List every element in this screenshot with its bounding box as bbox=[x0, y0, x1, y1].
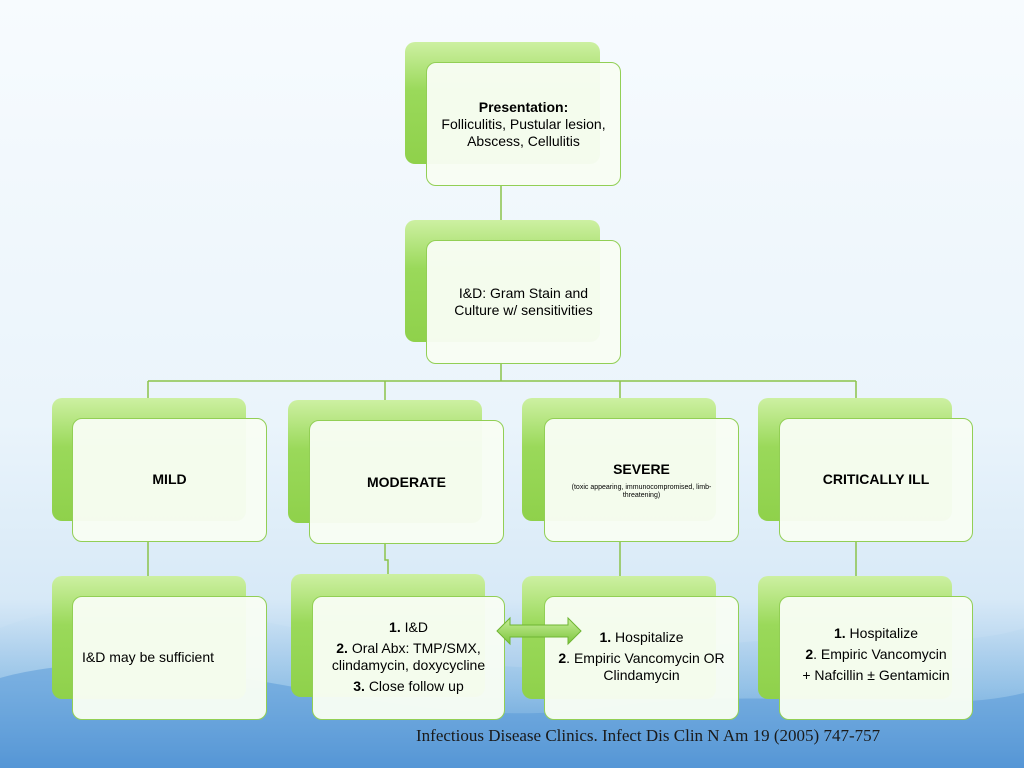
moderate-tx-item3: 3. Close follow up bbox=[353, 678, 464, 695]
mild-title: MILD bbox=[152, 471, 187, 487]
severe-title: SEVERE bbox=[613, 461, 670, 477]
critical-tx-item2-text: . Empiric Vancomycin bbox=[813, 646, 947, 662]
presentation-title: Presentation: bbox=[478, 98, 569, 115]
moderate-tx-item2: 2. Oral Abx: TMP/SMX, clindamycin, doxyc… bbox=[319, 640, 499, 674]
moderate-tx-item3-text: Close follow up bbox=[368, 678, 464, 694]
severe-note: (toxic appearing, immunocompromised, lim… bbox=[571, 484, 712, 499]
citation: Infectious Disease Clinics. Infect Dis C… bbox=[416, 726, 881, 745]
critically-ill-title: CRITICALLY ILL bbox=[822, 471, 930, 487]
severe-tx-item1-num: 1. bbox=[599, 629, 612, 645]
moderate-tx-item1: 1. I&D bbox=[389, 619, 428, 636]
moderate-tx-item1-num: 1. bbox=[389, 619, 401, 635]
critical-tx-item1-num: 1. bbox=[833, 625, 846, 641]
double-arrow-icon bbox=[496, 616, 582, 646]
presentation-text: Folliculitis, Pustular lesion, Abscess, … bbox=[441, 115, 606, 149]
moderate-tx-item2-num: 2. bbox=[336, 640, 348, 656]
mild-treatment-text: I&D may be sufficient bbox=[82, 649, 215, 665]
moderate-tx-item3-num: 3. bbox=[353, 678, 365, 694]
severe-tx-item2: 2. Empiric Vancomycin OR Clindamycin bbox=[557, 650, 727, 684]
severe-tx-item2-text: . Empiric Vancomycin OR Clindamycin bbox=[566, 650, 725, 683]
moderate-tx-item2-text: Oral Abx: TMP/SMX, clindamycin, doxycycl… bbox=[331, 640, 486, 673]
moderate-tx-item1-text: I&D bbox=[404, 619, 428, 635]
connector-moderate-to-tx bbox=[384, 542, 389, 577]
critical-tx-item1-text: Hospitalize bbox=[849, 625, 919, 641]
severe-tx-item2-num: 2 bbox=[558, 650, 567, 666]
critical-tx-item1: 1. Hospitalize bbox=[834, 625, 918, 642]
severe-tx-item1-text: Hospitalize bbox=[615, 629, 684, 645]
severe-tx-item1: 1. Hospitalize bbox=[599, 629, 683, 646]
critical-tx-item2: 2. Empiric Vancomycin bbox=[805, 646, 946, 663]
critical-tx-item2-num: 2 bbox=[805, 646, 814, 662]
moderate-title: MODERATE bbox=[366, 473, 447, 490]
critical-tx-item3: + Nafcillin ± Gentamicin bbox=[802, 667, 950, 683]
id-gram-stain-text: I&D: Gram Stain and Culture w/ sensitivi… bbox=[454, 285, 593, 318]
